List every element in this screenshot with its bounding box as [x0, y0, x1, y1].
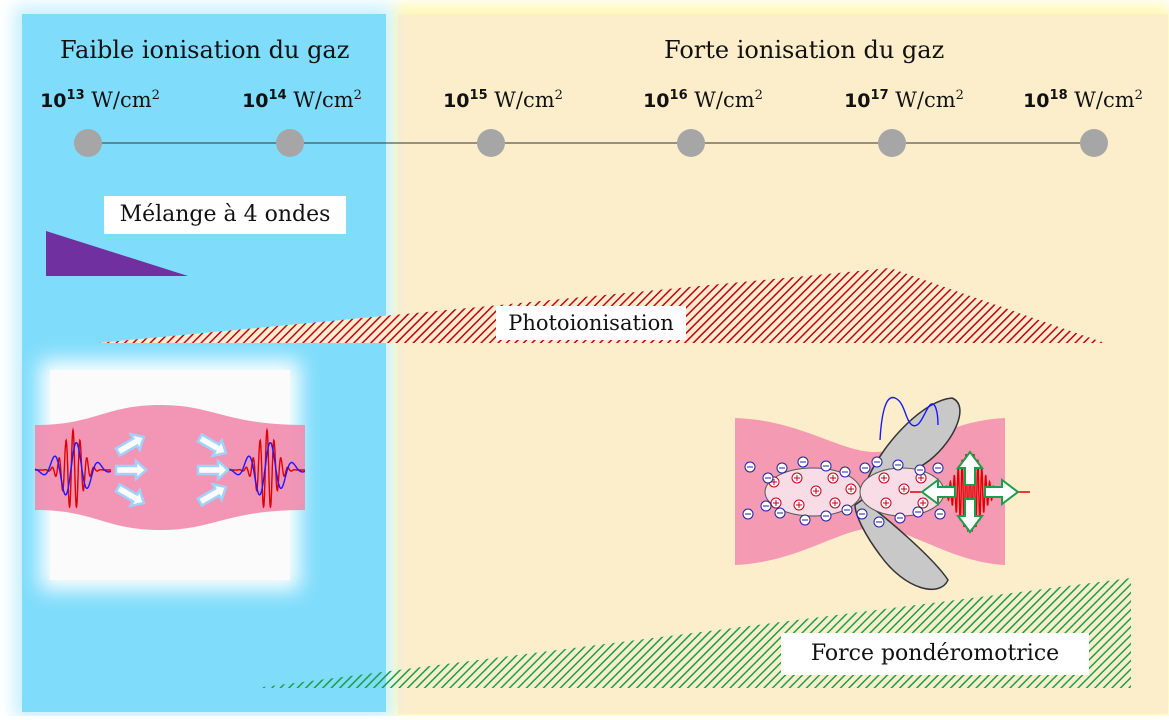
weak-ionisation-title: Faible ionisation du gaz — [60, 36, 350, 64]
intensity-unit-exponent: 2 — [754, 88, 763, 103]
intensity-node-13 — [74, 129, 102, 157]
electron — [797, 456, 809, 468]
positive-ion — [770, 497, 782, 509]
arrow-right-up — [196, 432, 228, 458]
ponderomotive-arrows — [920, 450, 1020, 534]
electron — [912, 506, 924, 518]
intensity-base: 10 — [1023, 90, 1050, 112]
intensity-unit-exponent: 2 — [353, 88, 362, 103]
arrow-left-up — [114, 432, 146, 458]
arrow-left-mid — [114, 458, 148, 482]
intensity-exponent: 13 — [66, 88, 85, 103]
four-wave-mixing-wedge — [46, 231, 188, 276]
intensity-exponent: 16 — [669, 88, 688, 103]
incident-pulse-envelope — [34, 442, 112, 496]
intensity-label-14: 1014 W/cm2 — [217, 88, 387, 112]
positive-ion — [827, 472, 839, 484]
positive-ion — [915, 472, 927, 484]
strong-ionisation-region — [392, 6, 1169, 718]
strong-ionisation-title: Forte ionisation du gaz — [664, 36, 945, 64]
positive-ion — [791, 472, 803, 484]
ponderomotive-force-label: Force pondéromotrice — [781, 633, 1089, 675]
arrow-left-down — [114, 482, 146, 508]
positive-ion — [917, 497, 929, 509]
four-wave-mixing-label: Mélange à 4 ondes — [104, 196, 346, 234]
intensity-base: 10 — [443, 90, 470, 112]
four-wave-mixing-illustration — [34, 360, 306, 590]
intensity-label-18: 1018 W/cm2 — [998, 88, 1168, 112]
electron — [892, 459, 904, 471]
intensity-unit: W/cm — [1067, 88, 1135, 112]
intensity-node-14 — [276, 129, 304, 157]
photoionisation-label: Photoionisation — [496, 306, 686, 340]
electron — [894, 512, 906, 524]
electron — [776, 462, 788, 474]
electron — [934, 508, 946, 520]
intensity-unit: W/cm — [487, 88, 555, 112]
positive-ion — [898, 483, 910, 495]
intensity-unit: W/cm — [687, 88, 755, 112]
intensity-base: 10 — [643, 90, 670, 112]
electron — [914, 464, 926, 476]
electron — [742, 508, 754, 520]
electron — [839, 466, 851, 478]
electron — [856, 508, 868, 520]
intensity-label-13: 1013 W/cm2 — [15, 88, 185, 112]
electron — [871, 456, 883, 468]
intensity-base: 10 — [844, 90, 871, 112]
positive-ion — [880, 497, 892, 509]
electron — [820, 460, 832, 472]
intensity-exponent: 14 — [268, 88, 287, 103]
wave-mixing-arrows — [114, 432, 230, 508]
intensity-unit: W/cm — [888, 88, 956, 112]
intensity-unit: W/cm — [286, 88, 354, 112]
intensity-label-17: 1017 W/cm2 — [819, 88, 989, 112]
electron — [774, 507, 786, 519]
strong-field-illustration — [735, 396, 1030, 590]
intensity-node-18 — [1080, 129, 1108, 157]
positive-ion — [810, 485, 822, 497]
intensity-unit-exponent: 2 — [151, 88, 160, 103]
electron — [760, 500, 772, 512]
charges — [742, 456, 946, 528]
positive-ion — [878, 472, 890, 484]
ejected-electron-trajectory — [879, 396, 939, 441]
intensity-node-15 — [477, 129, 505, 157]
intensity-unit-exponent: 2 — [554, 88, 563, 103]
positive-ion — [829, 497, 841, 509]
electron — [744, 461, 756, 473]
intensity-base: 10 — [242, 90, 269, 112]
intensity-unit-exponent: 2 — [1134, 88, 1143, 103]
positive-ion — [793, 499, 805, 511]
electron — [841, 504, 853, 516]
electron — [762, 472, 774, 484]
intensity-nodes — [74, 129, 1108, 157]
generated-pulse-envelope — [228, 442, 306, 496]
intensity-base: 10 — [40, 90, 67, 112]
intensity-unit: W/cm — [84, 88, 152, 112]
electron — [873, 516, 885, 528]
electron — [932, 462, 944, 474]
intensity-label-15: 1015 W/cm2 — [418, 88, 588, 112]
electron — [799, 514, 811, 526]
intensity-label-16: 1016 W/cm2 — [618, 88, 788, 112]
focused-beam-left — [35, 405, 305, 530]
electron — [859, 462, 871, 474]
intensity-node-17 — [878, 129, 906, 157]
positive-ion — [845, 483, 857, 495]
arrow-right-down — [196, 482, 228, 508]
arrow-right-mid — [196, 458, 230, 482]
electron — [820, 510, 832, 522]
intensity-exponent: 17 — [870, 88, 889, 103]
photoionisation-wedge — [98, 268, 1105, 343]
intensity-exponent: 18 — [1049, 88, 1068, 103]
intensity-exponent: 15 — [469, 88, 488, 103]
intensity-node-16 — [677, 129, 705, 157]
intensity-unit-exponent: 2 — [955, 88, 964, 103]
